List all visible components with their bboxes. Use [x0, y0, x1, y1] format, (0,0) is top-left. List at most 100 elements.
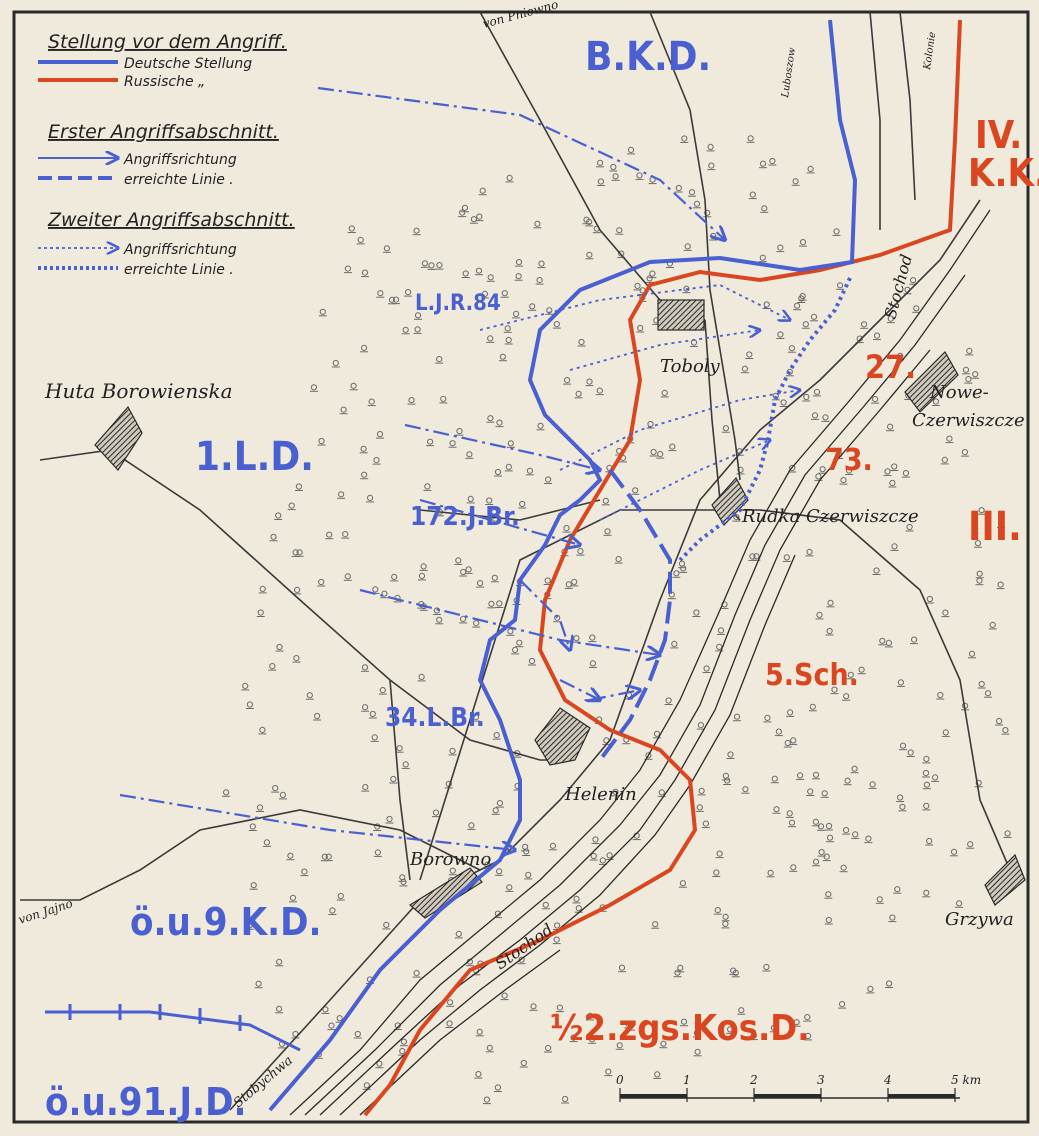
label-kos: ½2.zgs.Kos.D. [550, 1008, 810, 1049]
tree-symbol [564, 377, 571, 384]
tree-symbol [876, 896, 883, 903]
tree-symbol [961, 449, 969, 456]
tree-symbol [669, 443, 676, 450]
tree-symbol [350, 382, 357, 389]
tree-symbol [604, 528, 611, 535]
tree-symbol [325, 853, 332, 860]
tree-symbol [318, 437, 325, 445]
tree-symbol [861, 321, 868, 328]
tree-symbol [846, 467, 853, 474]
russian-line [363, 19, 962, 1117]
tree-symbol [750, 1032, 757, 1039]
tree-symbol [386, 815, 393, 823]
tree-symbol [812, 858, 820, 865]
tree-symbol [420, 563, 427, 570]
tree-symbol [529, 303, 536, 310]
russian-unit-labels: IV. K.K. 27. 73. III. 5.Sch. ½2.zgs.Kos.… [550, 113, 1039, 1049]
map-border [12, 10, 1030, 1124]
tree-symbol [899, 742, 907, 749]
tree-symbol [362, 704, 369, 711]
legend-russian-position: Russische „ [124, 74, 205, 90]
tree-symbol [570, 1034, 577, 1041]
tree-symbol [372, 586, 379, 593]
tree-symbol [703, 665, 710, 672]
tree-symbol [683, 285, 690, 292]
tree-symbol [322, 1006, 329, 1013]
tree-symbol [889, 914, 896, 921]
tree-symbol [869, 781, 876, 788]
tree-symbol [789, 464, 796, 472]
tree-symbol [722, 920, 729, 928]
tree-symbol [242, 682, 249, 690]
tree-symbol [810, 313, 818, 320]
tree-symbol [809, 703, 816, 710]
tree-symbol [698, 787, 705, 795]
tree-symbol [632, 487, 639, 494]
tree-symbol [837, 282, 844, 289]
tree-symbol [336, 1015, 343, 1022]
tree-symbol [923, 781, 931, 788]
tree-symbol [318, 578, 325, 586]
tree-symbol [449, 747, 456, 755]
tree-symbol [589, 1036, 596, 1043]
tree-symbol [661, 389, 668, 396]
tree-symbol [562, 1095, 569, 1103]
tree-symbol [506, 174, 513, 181]
tree-symbol [737, 466, 744, 473]
tree-symbol [377, 290, 384, 297]
tree-symbol [827, 599, 834, 606]
tree-symbol [708, 162, 715, 169]
tree-symbol [272, 785, 279, 792]
german-unit-labels: B.K.D. L.J.R.84 1.L.D. 172.J.Br. 34.L.Br… [45, 34, 711, 1124]
tree-symbol [466, 451, 473, 458]
tree-symbol [455, 930, 462, 938]
tree-symbol [872, 396, 879, 403]
tree-symbol [257, 609, 264, 616]
tree-symbol [357, 236, 364, 243]
tree-symbol [713, 869, 720, 876]
tree-symbol [586, 378, 593, 385]
tree-symbol [279, 791, 286, 799]
tree-symbol [460, 568, 467, 576]
tree-symbol [966, 347, 973, 354]
tree-symbol [733, 514, 740, 521]
tree-symbol [658, 789, 665, 796]
tree-symbol [817, 823, 825, 830]
tree-symbol [618, 964, 626, 971]
tree-symbol [825, 891, 832, 898]
tree-symbol [968, 650, 976, 657]
tree-symbol [612, 788, 619, 795]
tree-symbol [259, 585, 266, 593]
tree-symbol [462, 270, 469, 277]
tree-symbol [937, 691, 944, 699]
tree-symbol [270, 533, 277, 540]
tree-symbol [294, 586, 301, 594]
tree-symbol [653, 730, 661, 737]
tree-symbol [716, 643, 723, 651]
tree-symbol [741, 365, 749, 372]
label-1ld: 1.L.D. [195, 434, 314, 480]
tree-symbol [942, 729, 949, 736]
tree-symbol [649, 270, 656, 277]
tree-symbol [499, 353, 506, 360]
tree-symbol [554, 922, 561, 929]
tree-symbol [788, 345, 796, 352]
tree-symbol [889, 479, 896, 487]
tree-symbol [368, 398, 375, 405]
tree-symbol [525, 871, 532, 879]
tree-symbol [553, 321, 560, 328]
tree-symbol [289, 894, 297, 901]
tree-symbol [634, 282, 641, 289]
villages [94, 299, 1026, 919]
tree-symbol [891, 543, 898, 550]
tree-symbol [771, 775, 778, 782]
tree-symbol [799, 293, 806, 300]
tree-symbol [956, 900, 963, 907]
scale-tick-1: 1 [683, 1073, 691, 1087]
legend-heading-first-section: Erster Angriffsabschnitt. [48, 121, 279, 143]
tree-symbol [831, 686, 838, 693]
tree-symbol [851, 765, 858, 772]
tree-symbol [932, 398, 940, 405]
tree-symbol [787, 709, 794, 716]
tree-symbol [468, 822, 475, 829]
